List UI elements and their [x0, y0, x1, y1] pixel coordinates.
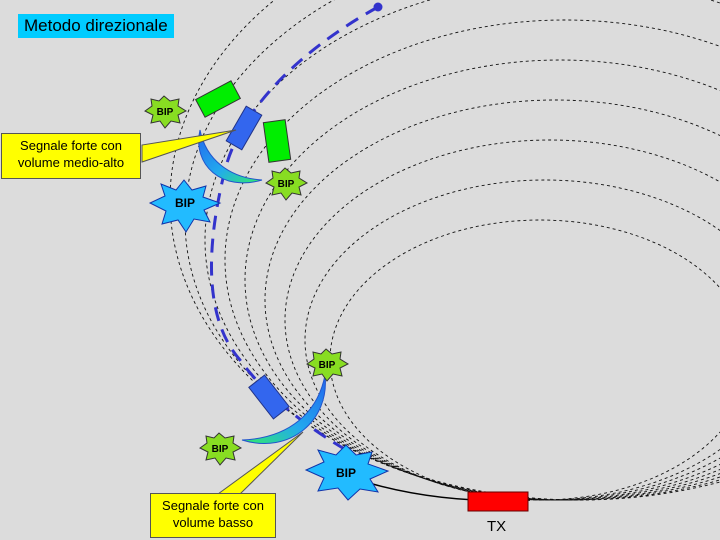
side-marker-right — [262, 119, 292, 163]
transmitter-label: TX — [487, 518, 507, 535]
field-lines — [169, 0, 720, 501]
diagram-title: Metodo direzionale — [18, 14, 174, 38]
field-line — [244, 59, 720, 501]
bip-label: BIP — [278, 179, 295, 190]
callout-upper-pointer — [141, 129, 237, 163]
operator-path — [210, 5, 379, 457]
bip-burst-large-2: BIP — [304, 444, 390, 501]
directional-dish-upper — [198, 129, 263, 184]
callout-upper: Segnale forte con volume medio-alto — [1, 133, 141, 179]
field-line — [169, 0, 720, 501]
field-line — [184, 0, 720, 501]
bip-label: BIP — [336, 466, 356, 480]
field-line — [204, 0, 720, 501]
bip-burst-small-4: BIP — [199, 432, 243, 466]
callout-lower-line2: volume basso — [172, 515, 254, 530]
antenna-element-upper — [225, 105, 263, 151]
transmitter-block — [467, 491, 529, 512]
bip-burst-small-2: BIP — [265, 167, 309, 201]
callout-upper-line2: volume medio-alto — [17, 155, 125, 170]
field-line — [284, 139, 720, 501]
field-line — [329, 219, 720, 501]
bip-label: BIP — [175, 196, 195, 210]
bip-label: BIP — [212, 444, 229, 455]
antenna-element-lower — [248, 374, 290, 420]
bip-burst-large-1: BIP — [148, 179, 222, 233]
bip-burst-small-3: BIP — [306, 348, 350, 382]
callout-lower-line1: Segnale forte con — [162, 498, 264, 513]
upper-antenna-group — [194, 80, 292, 184]
bip-label: BIP — [319, 360, 336, 371]
callout-upper-line1: Segnale forte con — [20, 138, 122, 153]
bip-burst-small-1: BIP — [144, 95, 188, 129]
callout-lower: Segnale forte con volume basso — [150, 493, 276, 538]
field-line — [264, 99, 720, 501]
side-marker-left — [194, 80, 242, 118]
path-start-dot — [373, 2, 383, 12]
bip-label: BIP — [157, 107, 174, 118]
